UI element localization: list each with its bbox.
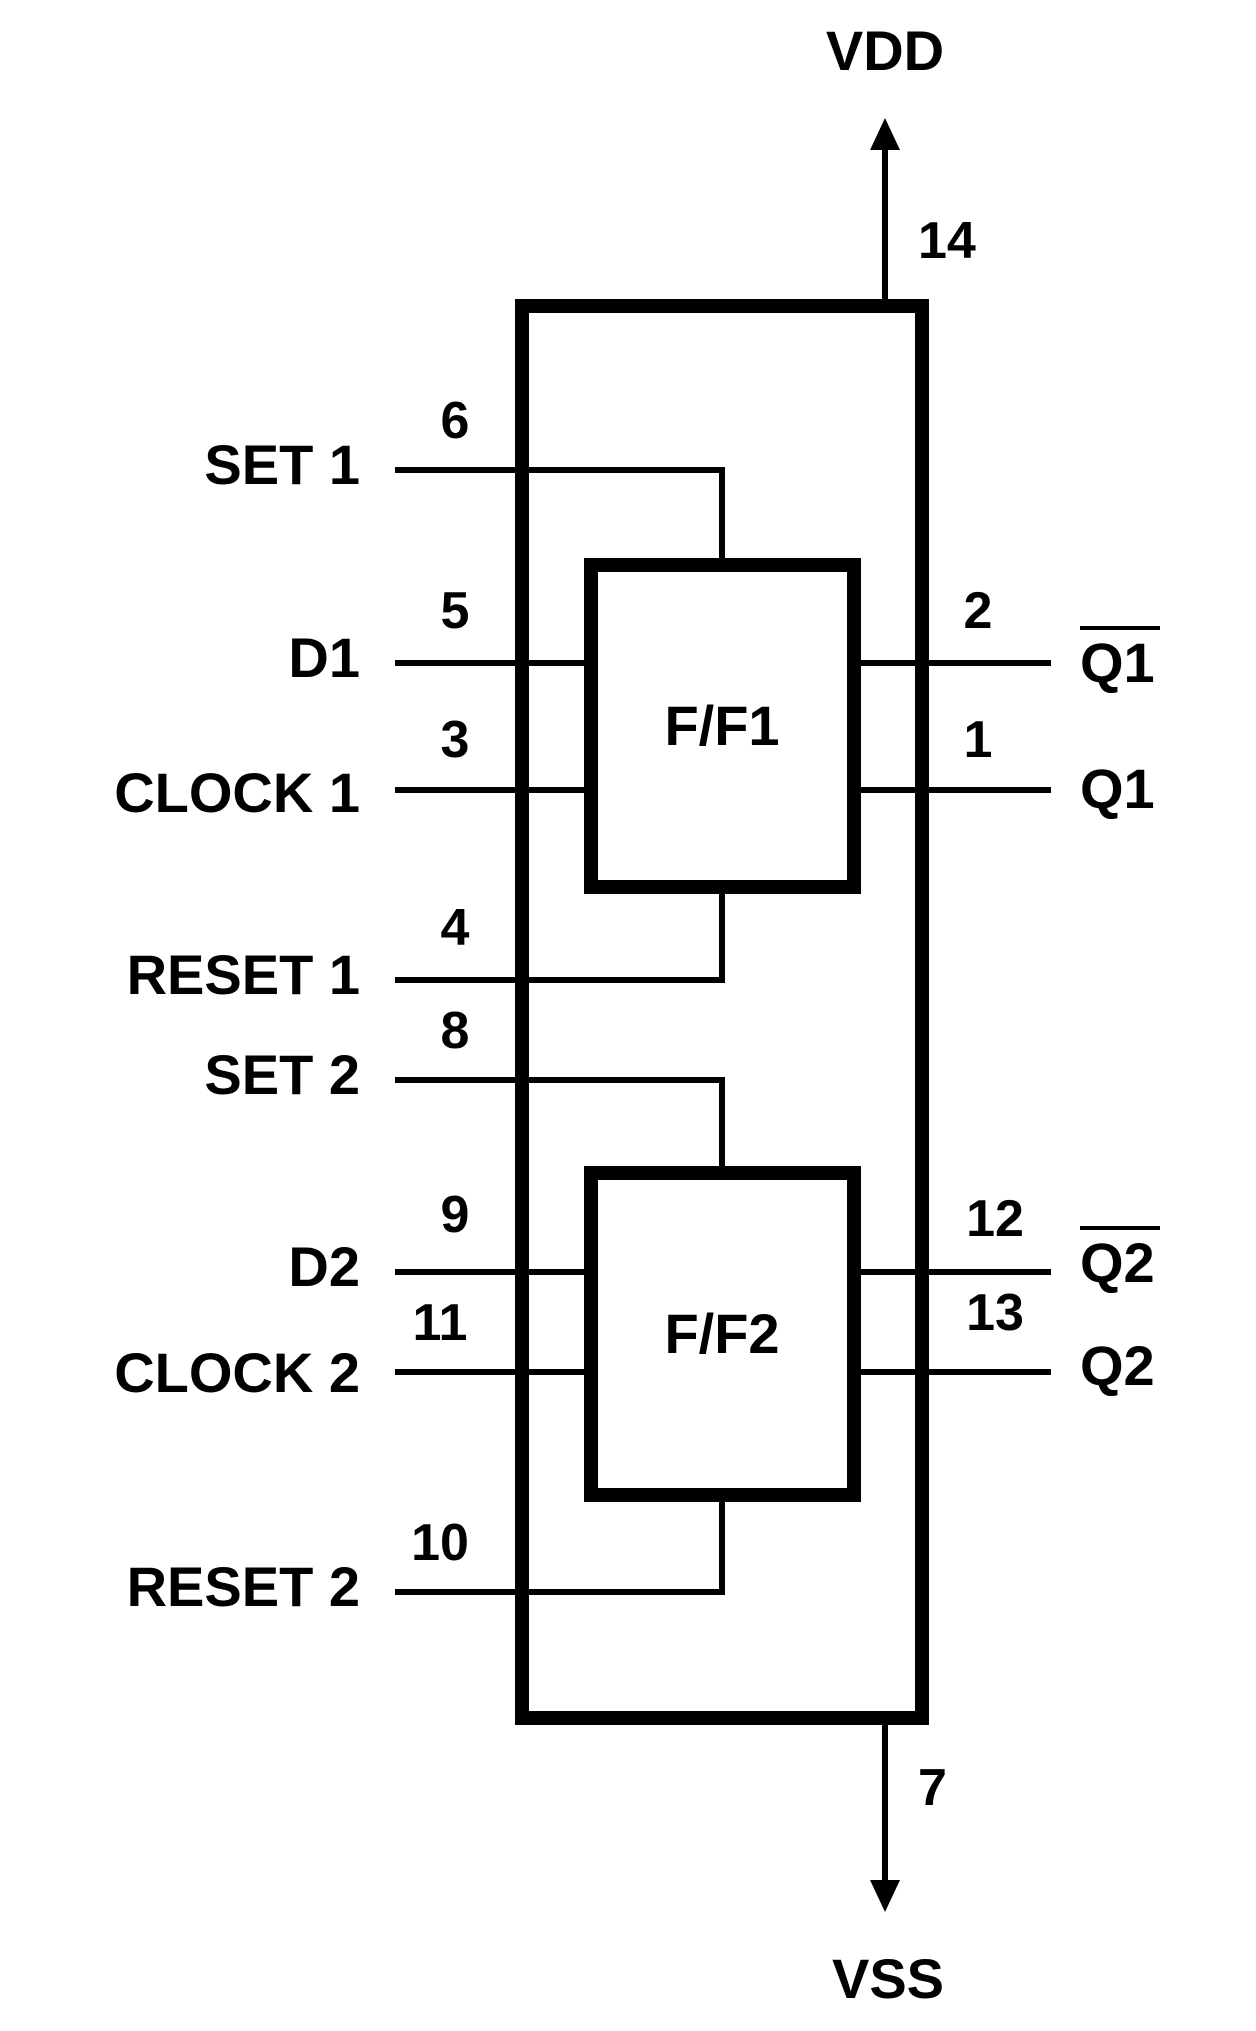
flip-flop-1-name: F/F1 <box>664 694 779 757</box>
set-2-label: SET 2 <box>204 1043 360 1106</box>
clock-2-label: CLOCK 2 <box>114 1341 360 1404</box>
reset-1-label: RESET 1 <box>127 943 360 1006</box>
reset-2-pin-number: 10 <box>411 1514 469 1572</box>
q1-bar-label: Q1 <box>1080 631 1155 694</box>
set-2-pin-number: 8 <box>441 1002 470 1060</box>
d1-pin-number: 5 <box>441 582 470 640</box>
flip-flop-1: F/F1 SET 1 6 D1 5 CLOCK 1 3 RESET 1 4 Q1… <box>114 392 1160 1006</box>
q1-pin-number: 1 <box>964 711 993 769</box>
clock-1-pin-number: 3 <box>441 711 470 769</box>
q2-label: Q2 <box>1080 1334 1155 1397</box>
clock-1-label: CLOCK 1 <box>114 761 360 824</box>
set-1-pin-number: 6 <box>441 392 470 450</box>
q2-bar-label: Q2 <box>1080 1231 1155 1294</box>
chip-package-outline <box>515 299 929 1725</box>
set-2-wire <box>395 1077 725 1170</box>
d2-label: D2 <box>288 1235 360 1298</box>
clock-2-pin-number: 11 <box>413 1294 468 1352</box>
reset-2-label: RESET 2 <box>127 1555 360 1618</box>
reset-1-pin-number: 4 <box>441 899 470 957</box>
flip-flop-1-box <box>584 558 861 894</box>
set-1-label: SET 1 <box>204 433 360 496</box>
vdd-pin-number: 14 <box>918 212 976 270</box>
vss-arrow-icon <box>870 1880 900 1912</box>
vss-pin-number: 7 <box>918 1759 947 1817</box>
flip-flop-2-box <box>584 1166 861 1502</box>
flip-flop-2-name: F/F2 <box>664 1302 779 1365</box>
vss-label: VSS <box>832 1947 944 2010</box>
reset-2-wire <box>395 1498 725 1595</box>
q1-label: Q1 <box>1080 757 1155 820</box>
d1-label: D1 <box>288 626 360 689</box>
q1-bar-pin-number: 2 <box>964 582 993 640</box>
reset-1-wire <box>395 890 725 983</box>
d2-pin-number: 9 <box>441 1186 470 1244</box>
q2-pin-number: 13 <box>966 1284 1024 1342</box>
vdd-label: VDD <box>826 19 944 82</box>
flip-flop-2: F/F2 SET 2 8 D2 9 CLOCK 2 11 RESET 2 10 … <box>114 1002 1160 1618</box>
q2-bar-pin-number: 12 <box>966 1190 1024 1248</box>
vdd-arrow-icon <box>870 118 900 150</box>
set-1-wire <box>395 467 725 562</box>
